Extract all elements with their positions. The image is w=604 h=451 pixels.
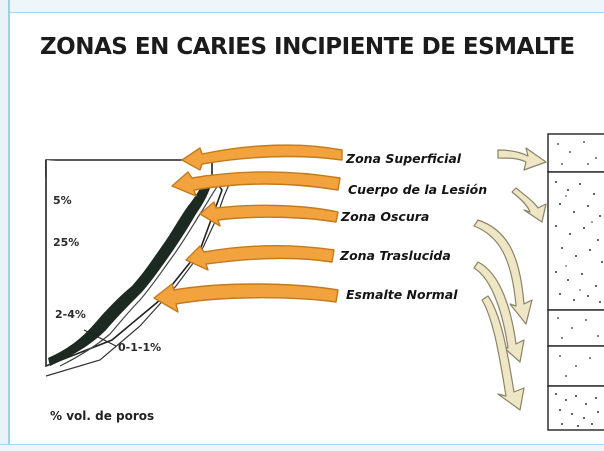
diagram-title: ZONAS EN CARIES INCIPIENTE DE ESMALTE bbox=[40, 34, 575, 60]
zone-label-oscura: Zona Oscura bbox=[341, 209, 430, 224]
zone-block-stack bbox=[547, 133, 604, 431]
pale-arrow-3 bbox=[473, 219, 533, 325]
porosity-label-2-4: 2-4% bbox=[55, 308, 86, 321]
pale-arrow-4 bbox=[473, 261, 525, 363]
translucent-zone-line bbox=[59, 179, 223, 367]
frame-left-border bbox=[0, 0, 10, 451]
arrow-oscura bbox=[199, 201, 339, 227]
pale-arrows bbox=[473, 147, 547, 411]
pale-arrow-1 bbox=[497, 147, 547, 171]
arrow-superficial bbox=[181, 144, 343, 171]
pale-arrow-2 bbox=[511, 187, 547, 223]
zone-label-cuerpo: Cuerpo de la Lesión bbox=[348, 182, 488, 197]
inner-boundary-line bbox=[45, 177, 233, 377]
zone-label-esmalte: Esmalte Normal bbox=[346, 287, 458, 302]
arrow-traslucida bbox=[185, 245, 335, 271]
pale-arrow-5 bbox=[481, 295, 525, 411]
frame-bottom-border bbox=[0, 444, 604, 451]
pointer-line-0-1-1 bbox=[83, 329, 117, 347]
porosity-label-0-1-1: 0-1-1% bbox=[118, 341, 162, 354]
porosity-footer-label: % vol. de poros bbox=[50, 409, 155, 423]
dark-zone-band bbox=[48, 176, 214, 366]
arrow-cuerpo bbox=[171, 171, 341, 197]
frame-top-border bbox=[0, 0, 604, 13]
stipple-dots bbox=[555, 141, 603, 427]
zone-label-traslucida: Zona Traslucida bbox=[340, 248, 451, 263]
porosity-label-5: 5% bbox=[53, 194, 72, 207]
orange-arrows bbox=[153, 144, 343, 313]
zone-label-superficial: Zona Superficial bbox=[346, 151, 462, 166]
porosity-label-25: 25% bbox=[53, 236, 80, 249]
arrow-esmalte bbox=[153, 283, 339, 313]
